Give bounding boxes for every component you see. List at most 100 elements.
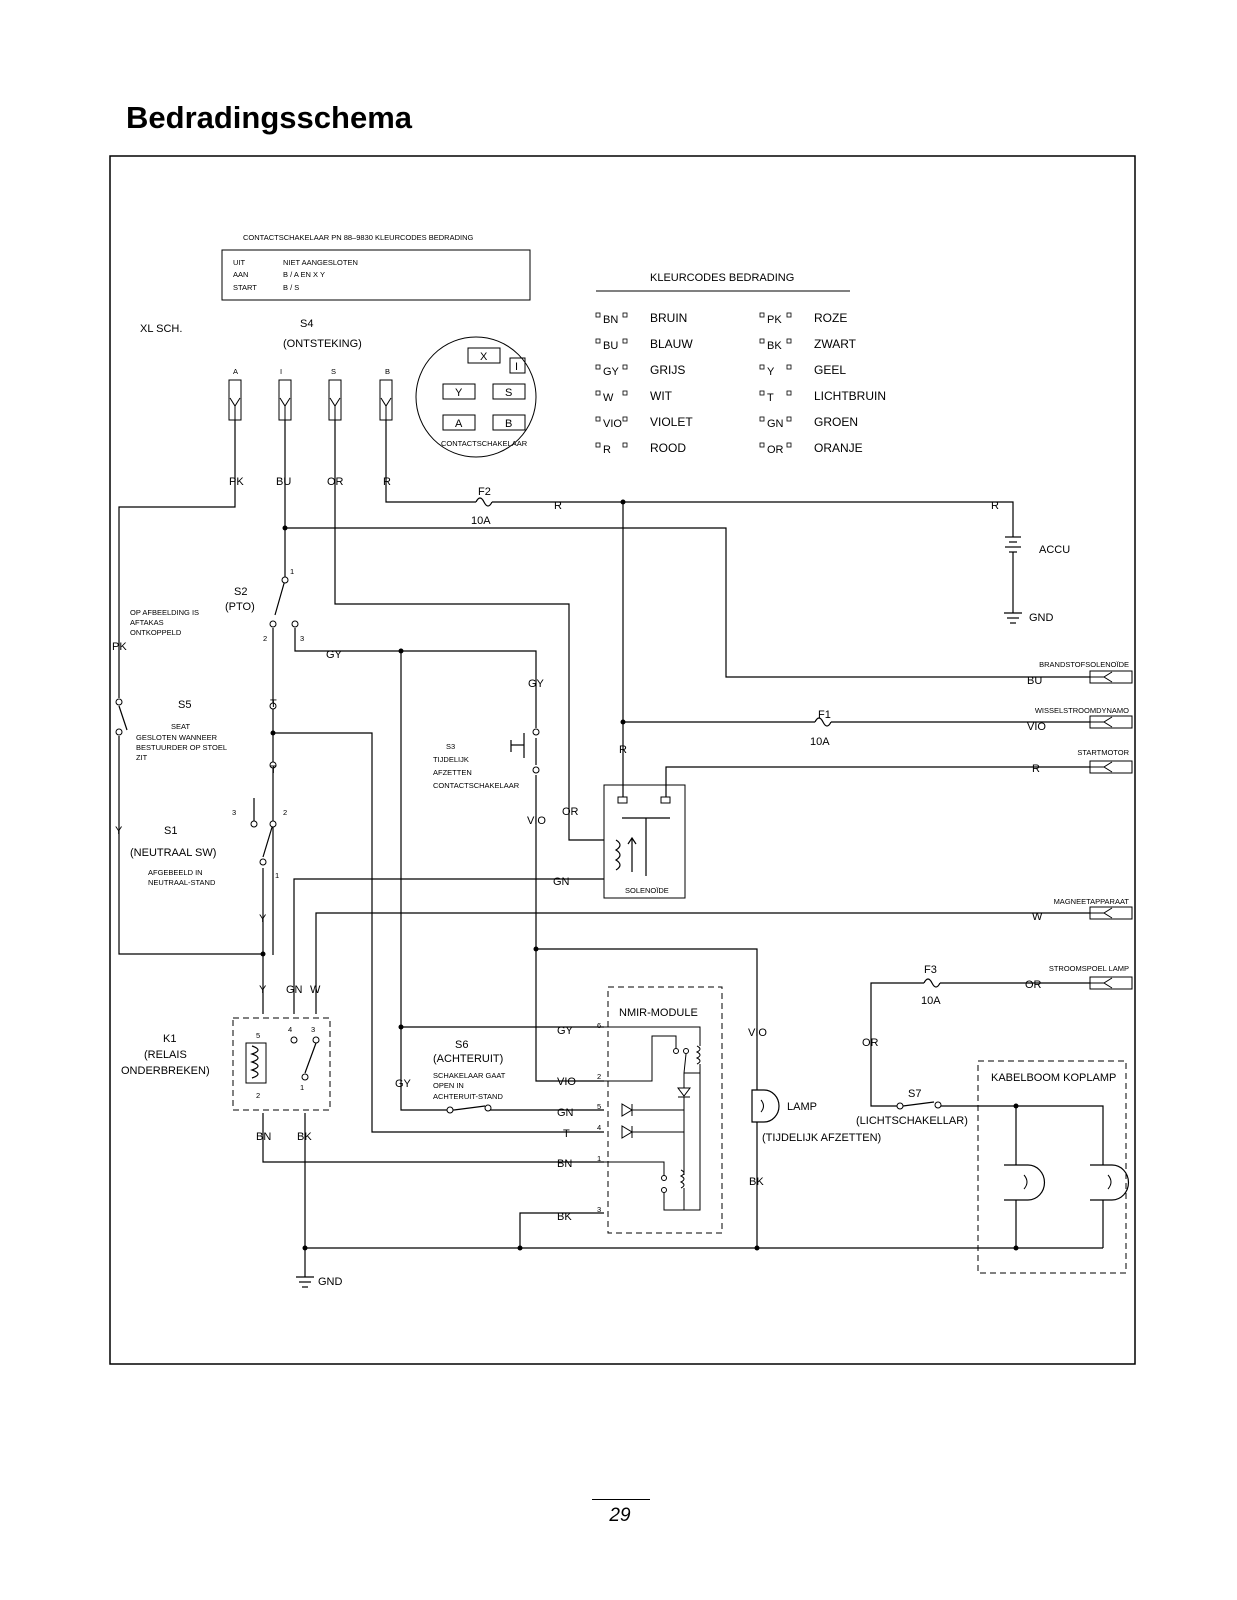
component-labels: S2 (PTO) OP AFBEELDING IS AFTAKAS ONTKOP… [121, 567, 968, 1144]
wire-label-bk: BK [297, 1131, 312, 1143]
lamp [751, 1089, 780, 1123]
k1-label: (RELAIS [144, 1049, 187, 1061]
s4-pin-terminal [228, 379, 242, 472]
wire-label-t: T [563, 1128, 570, 1140]
page-number-rule [592, 1499, 650, 1500]
s2-name: S2 [234, 586, 247, 598]
wire-label-or: OR [1025, 979, 1042, 991]
nmir-pin: 6 [597, 1021, 601, 1030]
ignition-row-desc: B / A EN X Y [283, 270, 325, 279]
s4-pin-terminal [328, 379, 342, 472]
connector-label: STARTMOTOR [1077, 748, 1129, 757]
legend-name: LICHTBRUIN [814, 389, 886, 403]
legend-entry-or: OR ORANJE [759, 441, 863, 456]
wire-label-gy: GY [395, 1078, 412, 1090]
f2-name: F2 [478, 486, 491, 498]
s1-pin: 3 [232, 808, 236, 817]
wire-label-y: Y [259, 913, 267, 925]
s3-note: AFZETTEN [433, 768, 472, 777]
connector-label: BRANDSTOFSOLENOÏDE [1039, 660, 1129, 669]
s4-name: S4 [300, 318, 313, 330]
legend-code: OR [767, 444, 784, 456]
gnd-label: GND [1029, 612, 1054, 624]
legend-code: BU [603, 340, 618, 352]
legend-name: GROEN [814, 415, 858, 429]
ignition-table-heading: CONTACTSCHAKELAAR PN 88–9830 KLEURCODES … [243, 233, 474, 242]
legend-name: VIOLET [650, 415, 693, 429]
xl-sch-label: XL SCH. [140, 323, 182, 335]
s3-note: TIJDELIJK [433, 755, 469, 764]
wire-label-gy: GY [528, 678, 545, 690]
k1-pin: 5 [256, 1031, 260, 1040]
nmir-label: NMIR-MODULE [619, 1007, 698, 1019]
ignition-row-pos: START [233, 283, 257, 292]
wire-label-r: R [383, 476, 391, 488]
s4-terminal-b: B [385, 367, 390, 376]
wire-label-vio: VIO [557, 1076, 576, 1088]
legend-code: GN [767, 418, 784, 430]
legend-entry-bu: BU BLAUW [595, 337, 693, 352]
nmir-module: NMIR-MODULE 6 2 5 4 1 3 [597, 986, 723, 1234]
legend-code: PK [767, 314, 782, 326]
s1-label: (NEUTRAAL SW) [130, 847, 216, 859]
wire-label-bu: BU [276, 476, 291, 488]
s1-name: S1 [164, 825, 177, 837]
k1-pin: 1 [300, 1083, 304, 1092]
legend-name: GEEL [814, 363, 846, 377]
s2-note: AFTAKAS [130, 618, 164, 627]
legend-name: ORANJE [814, 441, 863, 455]
legend-code: GY [603, 366, 620, 378]
s6-note: OPEN IN [433, 1081, 464, 1090]
s4-terminal-i: I [280, 367, 282, 376]
s4-ignition-connector: A I S B PK BU OR R [228, 367, 393, 488]
ignition-row-desc: NIET AANGESLOTEN [283, 258, 358, 267]
wire-label-bn: BN [557, 1158, 572, 1170]
lamp-label: (TIJDELIJK AFZETTEN) [762, 1132, 881, 1144]
wire-label-bk: BK [557, 1211, 572, 1223]
nmir-pin: 4 [597, 1123, 601, 1132]
s2-pin: 2 [263, 634, 267, 643]
s3-name: S3 [446, 742, 455, 751]
legend-entry-gn: GN GROEN [759, 415, 858, 430]
legend-name: BLAUW [650, 337, 693, 351]
wire-label-bn: BN [256, 1131, 271, 1143]
wire-label-bu: BU [1027, 675, 1042, 687]
s4-terminal-s: S [331, 367, 336, 376]
wire-label-pk: PK [112, 641, 127, 653]
connector-2: WISSELSTROOMDYNAMO [1035, 706, 1133, 729]
wire-label-gy: GY [326, 649, 343, 661]
switch-contacts [115, 576, 942, 1114]
wire-label-y: Y [259, 984, 267, 996]
key-pos-b: B [505, 418, 512, 430]
s2-note: ONTKOPPELD [130, 628, 182, 637]
key-switch-label: CONTACTSCHAKELAAR [441, 439, 528, 448]
f1-rating: 10A [810, 736, 830, 748]
legend-code: BK [767, 340, 782, 352]
legend-code: VIO [603, 418, 622, 430]
k1-relay: 5 4 3 2 1 [232, 1017, 331, 1111]
connector-label: MAGNEETAPPARAAT [1054, 897, 1130, 906]
k1-pin: 3 [311, 1025, 315, 1034]
wire-label-r: R [554, 500, 562, 512]
s2-note: OP AFBEELDING IS [130, 608, 199, 617]
legend-code: T [767, 392, 774, 404]
s4-pin-terminal [379, 379, 393, 472]
connector-3: STARTMOTOR [1077, 748, 1133, 774]
nmir-pin: 5 [597, 1102, 601, 1111]
nmir-pin: 1 [597, 1154, 601, 1163]
f3-name: F3 [924, 964, 937, 976]
gnd-label: GND [318, 1276, 343, 1288]
k1-pin: 4 [288, 1025, 292, 1034]
s1-pin: 1 [275, 871, 279, 880]
s6-note: ACHTERUIT-STAND [433, 1092, 503, 1101]
lamp-name: LAMP [787, 1101, 817, 1113]
page-title: Bedradingsschema [126, 100, 412, 135]
legend-name: ROZE [814, 311, 847, 325]
legend-code: BN [603, 314, 618, 326]
ignition-row-desc: B / S [283, 283, 299, 292]
